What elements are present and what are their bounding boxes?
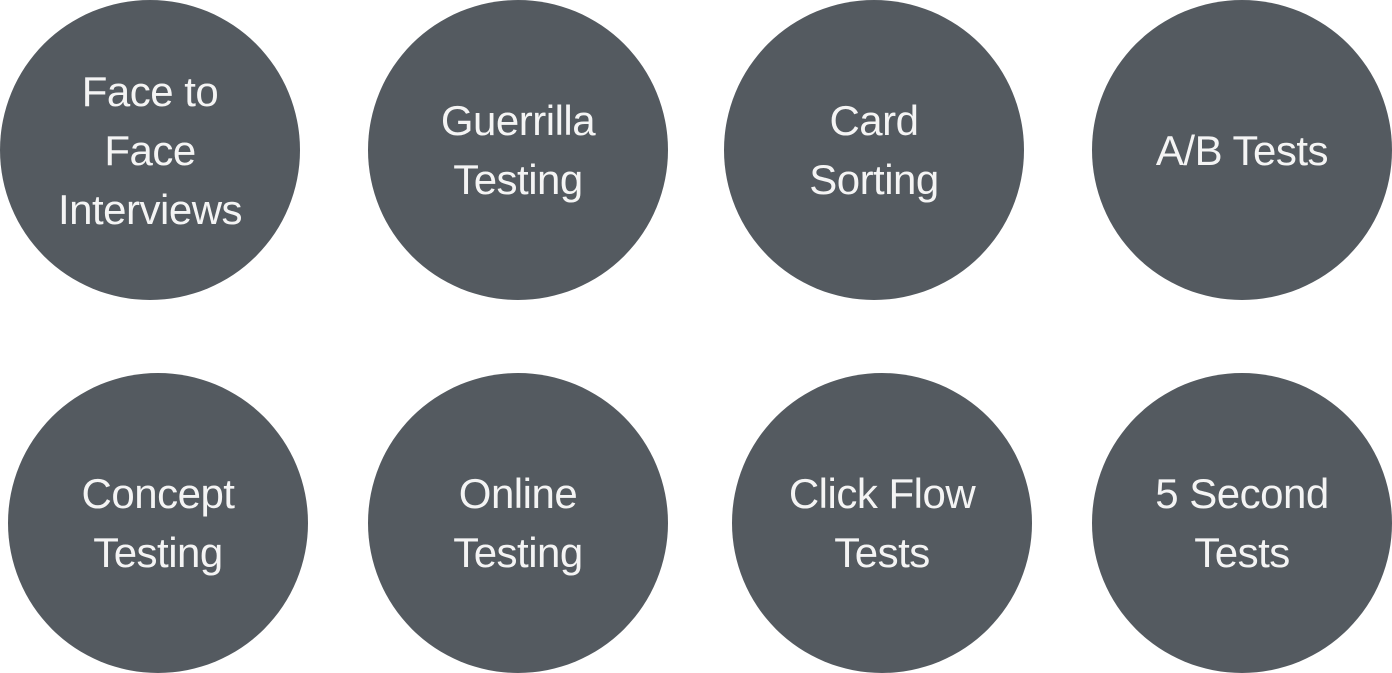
method-ab-tests[interactable]: A/B Tests	[1092, 0, 1392, 300]
method-online-testing[interactable]: Online Testing	[368, 373, 668, 673]
method-face-to-face-interviews[interactable]: Face to Face Interviews	[0, 0, 300, 300]
method-label: A/B Tests	[1155, 126, 1329, 174]
method-concept-testing[interactable]: Concept Testing	[8, 373, 308, 673]
method-guerrilla-testing[interactable]: Guerrilla Testing	[368, 0, 668, 300]
method-card-sorting[interactable]: Card Sorting	[724, 0, 1024, 300]
method-click-flow-tests[interactable]: Click Flow Tests	[732, 373, 1032, 673]
method-label: Guerrilla Testing	[440, 97, 596, 203]
method-label: Concept Testing	[81, 470, 235, 576]
method-label: Click Flow Tests	[788, 470, 976, 576]
method-label: Online Testing	[453, 470, 583, 576]
method-label: 5 Second Tests	[1155, 470, 1329, 576]
method-5-second-tests[interactable]: 5 Second Tests	[1092, 373, 1392, 673]
method-label: Face to Face Interviews	[57, 67, 243, 233]
method-label: Card Sorting	[809, 97, 939, 203]
